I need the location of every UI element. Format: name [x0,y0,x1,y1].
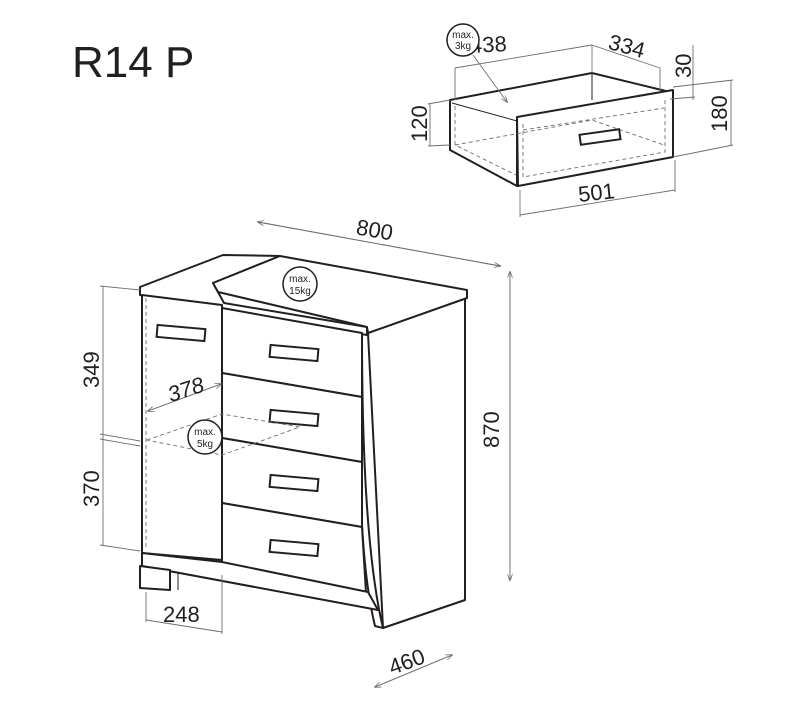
drawer-handle-2 [268,408,320,428]
cabinet-side-panel [367,292,466,629]
drawer-handle-4 [268,538,320,558]
drawer-handle-3 [268,473,320,493]
dim-height-870: 870 [479,411,504,448]
drawer-handle-1 [268,343,320,363]
drawer-detail: 438 334 30 180 120 501 max. 3kg [407,23,734,217]
svg-text:5kg: 5kg [197,439,213,450]
product-title: R14 P [72,38,194,87]
dim-drawer-120: 120 [407,105,432,142]
svg-text:max.: max. [289,274,311,285]
plinth [141,552,379,611]
door-handle [155,323,207,343]
cabinet-drawing: 378 max. 5kg max. 15kg 800 870 349 370 2… [79,214,510,687]
dim-drawer-180: 180 [707,95,732,132]
dim-lower-370: 370 [79,470,104,507]
dim-door-248: 248 [163,602,200,627]
svg-text:max.: max. [194,427,216,438]
svg-text:max.: max. [452,30,474,41]
shelf-load-badge: max. 5kg [187,419,223,455]
top-load-badge: max. 15kg [282,266,318,302]
drawer-handle [578,128,622,146]
svg-text:15kg: 15kg [289,286,311,297]
foot [139,565,171,591]
drawer-load-badge: max. 3kg [446,23,480,57]
dim-drawer-501: 501 [577,178,616,207]
dim-drawer-30: 30 [671,54,696,78]
dim-depth-460: 460 [385,644,428,680]
dim-drawer-334: 334 [606,29,648,63]
svg-text:3kg: 3kg [455,41,471,52]
rotating-top [212,255,468,334]
dim-upper-349: 349 [79,351,104,388]
